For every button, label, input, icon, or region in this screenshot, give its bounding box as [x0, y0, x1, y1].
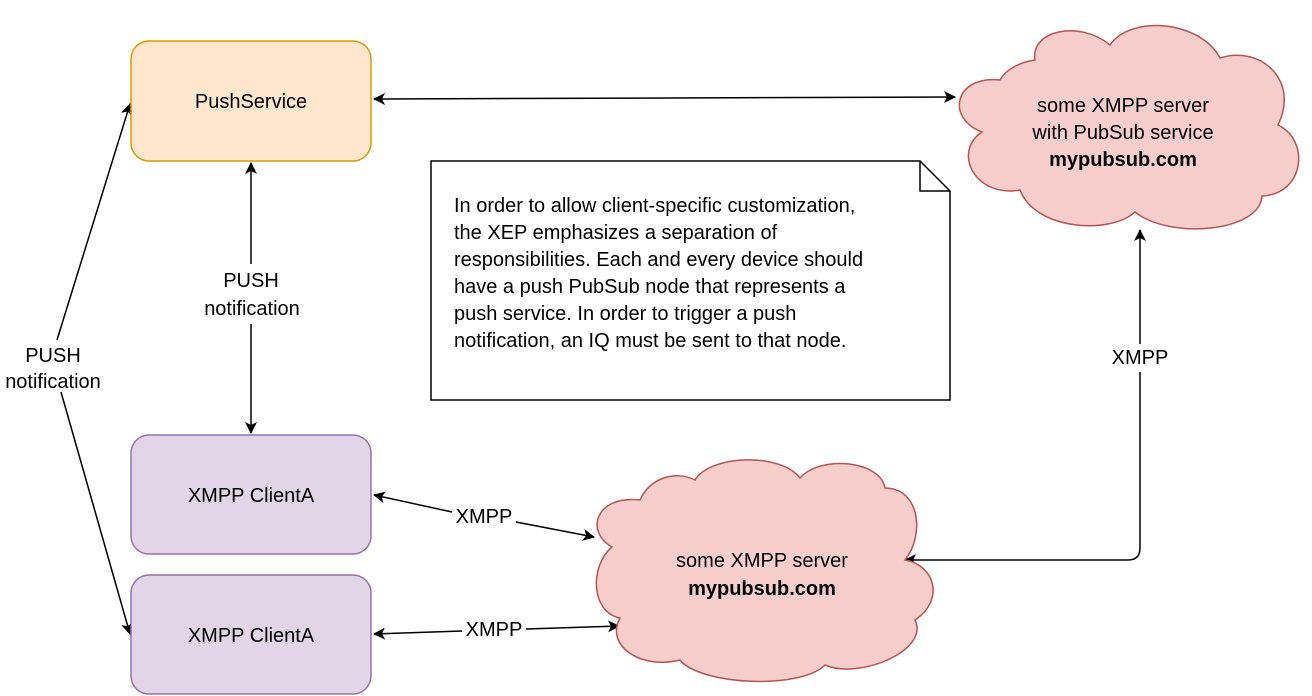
edge-server-to-pubsub-lower[interactable] — [904, 372, 1141, 566]
node-push-service-label: PushService — [195, 91, 307, 113]
pubsub-server-line2: with PubSub service — [1031, 122, 1213, 144]
edge-left-push-lower[interactable] — [60, 391, 133, 635]
note-line: push service. In order to trigger a push — [454, 303, 797, 325]
edge-label-xmpp-bottom: XMPP — [466, 619, 523, 641]
pubsub-server-domain: mypubsub.com — [1049, 149, 1197, 171]
edge-client-top-to-server-b[interactable] — [515, 521, 595, 541]
edge-label-push-notification-left-2: notification — [5, 371, 101, 393]
node-client-a-bottom-label: XMPP ClientA — [188, 625, 315, 647]
edge-client-bottom-to-server-b[interactable] — [525, 620, 620, 633]
note-text: In order to allow client-specific custom… — [454, 193, 954, 355]
note-line: notification, an IQ must be sent to that… — [454, 330, 847, 352]
edge-label-push-notification-center-1: PUSH — [223, 270, 279, 292]
note-line: In order to allow client-specific custom… — [454, 195, 856, 217]
edge-label-push-notification-center-2: notification — [204, 298, 300, 320]
edge-label-xmpp-top: XMPP — [456, 506, 513, 528]
node-pubsub-server-cloud[interactable]: some XMPP server with PubSub service myp… — [958, 24, 1300, 230]
node-xmpp-server-cloud[interactable]: some XMPP server mypubsub.com — [595, 459, 934, 683]
note-line: the XEP emphasizes a separation of — [454, 222, 778, 244]
node-client-a-top-label: XMPP ClientA — [188, 485, 315, 507]
note-box[interactable] — [430, 160, 951, 401]
note-line: have a push PubSub node that represents … — [454, 276, 846, 298]
edge-label-push-notification-left-1: PUSH — [25, 345, 81, 367]
edge-push-to-pubsub[interactable] — [373, 91, 956, 105]
node-client-a-top[interactable]: XMPP ClientA — [130, 434, 372, 555]
xmpp-server-domain: mypubsub.com — [688, 578, 836, 600]
note-fold-corner — [919, 161, 950, 192]
edge-left-push-upper[interactable] — [56, 103, 133, 341]
pubsub-server-line1: some XMPP server — [1037, 95, 1209, 117]
node-push-service[interactable]: PushService — [130, 40, 372, 162]
note-line: responsibilities. Each and every device … — [454, 249, 864, 271]
edge-client-top-to-server-a[interactable] — [373, 491, 453, 513]
edge-client-bottom-to-server-a[interactable] — [373, 627, 463, 640]
xmpp-server-line1: some XMPP server — [676, 550, 848, 572]
edge-label-xmpp-right: XMPP — [1112, 347, 1169, 369]
node-client-a-bottom[interactable]: XMPP ClientA — [130, 574, 372, 695]
